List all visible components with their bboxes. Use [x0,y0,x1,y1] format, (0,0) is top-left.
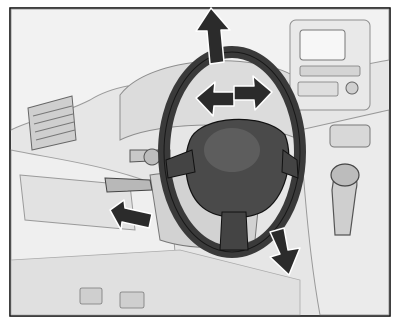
hub-highlight [204,128,260,172]
pedal-left [80,288,102,304]
stalk-knob [144,149,160,165]
radio-display [300,30,345,60]
adjustment-lever [105,178,152,192]
radio-slot [300,66,360,76]
gear-knob [331,164,359,186]
console-vent [330,125,370,147]
radio-knob [346,82,358,94]
steering-wheel-spoke-bottom [220,212,248,250]
console-buttons [298,82,338,96]
pedal-right [120,292,144,308]
